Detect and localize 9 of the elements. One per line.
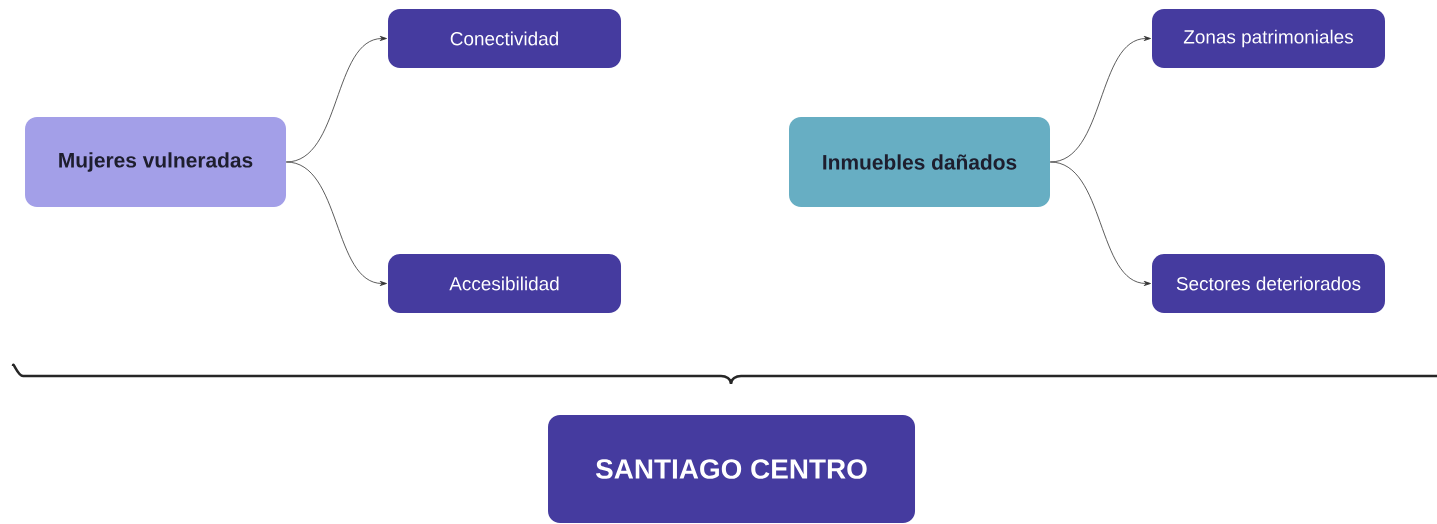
subtopic-box: Sectores deteriorados xyxy=(1152,254,1385,313)
connector-arrow xyxy=(1049,161,1151,286)
topic-box: Mujeres vulneradas xyxy=(25,117,286,207)
main-box: SANTIAGO CENTRO xyxy=(548,415,915,523)
topic-box: Inmuebles dañados xyxy=(789,117,1050,207)
subtopic-box: Zonas patrimoniales xyxy=(1152,9,1385,68)
subtopic-box: Accesibilidad xyxy=(388,254,621,313)
subtopic-box: Conectividad xyxy=(388,9,621,68)
connector-arrow xyxy=(285,161,387,286)
